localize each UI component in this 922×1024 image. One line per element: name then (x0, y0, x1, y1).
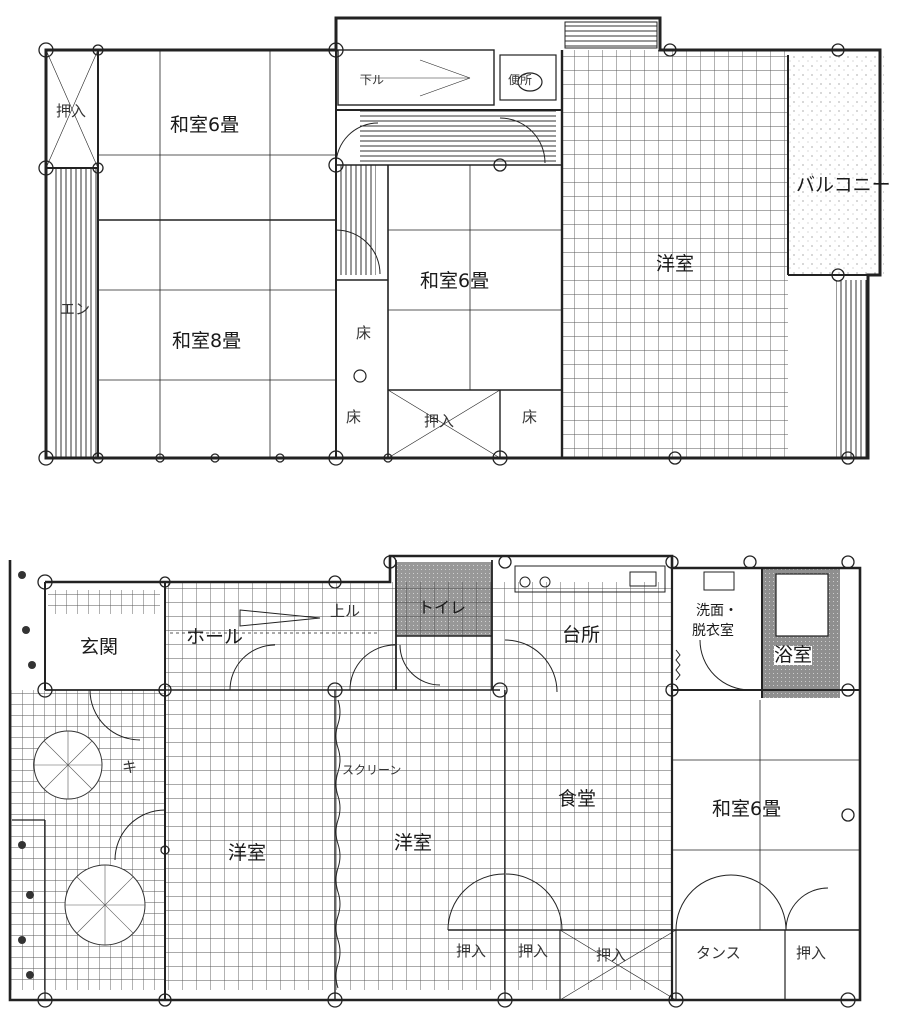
room-label-bath: 浴室 (774, 644, 813, 666)
lower-columns (37, 555, 856, 1008)
upper-yoshitsu-floor (562, 50, 788, 458)
note-screen: スクリーン (342, 763, 402, 777)
balcony-floor (788, 55, 884, 275)
note-oshiire-1: 押入 (456, 942, 487, 960)
toilet-floor (396, 562, 492, 636)
right-strip-floor (836, 280, 868, 458)
room-label-yoshitsu-right: 洋室 (394, 832, 433, 854)
room-label-balcony: バルコニー (796, 174, 891, 196)
genkan-step (48, 590, 160, 614)
stair-landing-floor (360, 110, 556, 165)
note-toko-3: 床 (522, 408, 538, 426)
room-label-washitsu-6-center: 和室6畳 (420, 270, 490, 292)
room-label-washitsu-8: 和室8畳 (172, 330, 242, 352)
room-label-washitsu-6-nw: 和室6畳 (170, 114, 240, 136)
upper-floor (38, 16, 884, 466)
en-veranda-floor (52, 168, 98, 458)
bath-tub (775, 573, 829, 637)
lower-tile-main (165, 582, 673, 990)
note-tansu: タンス (696, 944, 741, 962)
note-oshiire-center: 押入 (424, 412, 455, 430)
note-toko-1: 床 (356, 324, 372, 342)
note-oshiire-nw: 押入 (56, 102, 87, 120)
room-label-washroom-line1: 洗面・ (696, 603, 738, 619)
room-label-upper-yoshitsu: 洋室 (656, 253, 695, 275)
note-oshiire-3: 押入 (596, 946, 627, 964)
note-up-stairs: 上ル (330, 602, 361, 620)
lower-tile-entry (10, 690, 165, 990)
room-label-genkan: 玄関 (80, 636, 119, 658)
upper-corridor-floor (332, 165, 376, 275)
note-upper-toilet: 便所 (508, 73, 533, 87)
room-label-toilet: トイレ (418, 598, 467, 617)
room-label-washroom-line2: 脱衣室 (692, 623, 734, 639)
note-shita: 下ル (360, 73, 385, 87)
room-label-hall: ホール (186, 626, 244, 648)
shrubs (18, 571, 36, 979)
room-label-dining: 食堂 (558, 788, 597, 810)
room-label-kitchen: 台所 (562, 624, 601, 646)
note-oshiire-4: 押入 (796, 944, 827, 962)
note-oshiire-2: 押入 (518, 942, 549, 960)
lower-floor (8, 554, 862, 1008)
note-toko-2: 床 (346, 408, 362, 426)
room-label-yoshitsu-left: 洋室 (228, 842, 267, 864)
note-en: エン (60, 300, 91, 318)
room-label-washitsu-6-lower: 和室6畳 (712, 798, 782, 820)
note-ki: キ (122, 758, 138, 776)
upper-columns (38, 42, 855, 466)
